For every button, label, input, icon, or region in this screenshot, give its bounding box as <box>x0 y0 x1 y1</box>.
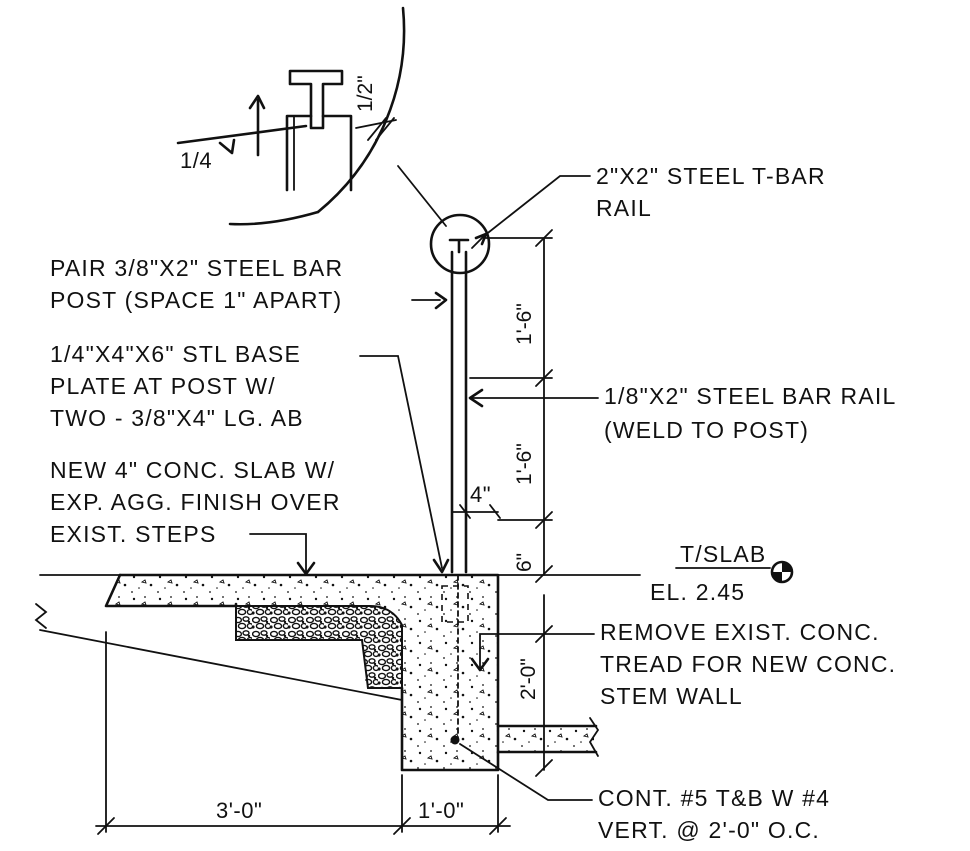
svg-text:PLATE AT POST W/: PLATE AT POST W/ <box>50 373 276 399</box>
dim-post-offset: 4" <box>470 482 491 507</box>
elevation-marker: T/SLAB EL. 2.45 <box>497 541 794 605</box>
note-rebar: CONT. #5 T&B W #4 VERT. @ 2'-0" O.C. <box>459 743 830 843</box>
elevation-label: T/SLAB <box>680 541 766 567</box>
svg-text:POST (SPACE 1" APART): POST (SPACE 1" APART) <box>50 287 342 313</box>
svg-text:(WELD TO POST): (WELD TO POST) <box>604 417 809 443</box>
note-remove-tread: REMOVE EXIST. CONC. TREAD FOR NEW CONC. … <box>470 619 896 709</box>
note-bar-rail: 1/8"X2" STEEL BAR RAIL (WELD TO POST) <box>468 383 896 443</box>
svg-text:VERT. @ 2'-0" O.C.: VERT. @ 2'-0" O.C. <box>598 817 820 843</box>
weld-gap-dim: 1/2" <box>354 75 377 112</box>
svg-text:TWO - 3/8"X4" LG. AB: TWO - 3/8"X4" LG. AB <box>50 405 304 431</box>
dim-stem-depth: 2'-0" <box>517 658 540 700</box>
dim-slab-width: 3'-0" <box>216 798 262 823</box>
svg-text:TREAD FOR NEW CONC.: TREAD FOR NEW CONC. <box>600 651 896 677</box>
rail-height-dimensions: 1'-6" 1'-6" 6" <box>469 229 553 583</box>
svg-text:1/8"X2" STEEL BAR RAIL: 1/8"X2" STEEL BAR RAIL <box>604 383 896 409</box>
width-dimensions: 3'-0" 1'-0" <box>95 631 511 835</box>
svg-text:NEW 4" CONC. SLAB W/: NEW 4" CONC. SLAB W/ <box>50 457 335 483</box>
elevation-value: EL. 2.45 <box>650 579 745 605</box>
svg-text:EXP. AGG. FINISH OVER: EXP. AGG. FINISH OVER <box>50 489 341 515</box>
svg-text:CONT. #5 T&B W #4: CONT. #5 T&B W #4 <box>598 785 830 811</box>
weld-size-label: 1/4 <box>180 148 212 173</box>
svg-text:EXIST. STEPS: EXIST. STEPS <box>50 521 217 547</box>
svg-text:STEM WALL: STEM WALL <box>600 683 743 709</box>
note-base-plate: 1/4"X4"X6" STL BASE PLATE AT POST W/ TWO… <box>50 341 450 574</box>
svg-text:2"X2" STEEL T-BAR: 2"X2" STEEL T-BAR <box>596 163 826 189</box>
note-steel-bar-post: PAIR 3/8"X2" STEEL BAR POST (SPACE 1" AP… <box>50 255 448 313</box>
dim-rail-upper: 1'-6" <box>513 303 536 345</box>
dim-slab-to-rail: 6" <box>513 553 536 572</box>
svg-text:1/4"X4"X6" STL BASE: 1/4"X4"X6" STL BASE <box>50 341 301 367</box>
dim-rail-lower: 1'-6" <box>513 443 536 485</box>
note-concrete-slab: NEW 4" CONC. SLAB W/ EXP. AGG. FINISH OV… <box>50 457 341 576</box>
rail-detail-bubble <box>429 213 491 275</box>
note-t-bar-rail: 2"X2" STEEL T-BAR RAIL <box>474 163 826 246</box>
svg-text:REMOVE EXIST. CONC.: REMOVE EXIST. CONC. <box>600 619 880 645</box>
weld-detail-enlargement: 1/4 1/2" <box>176 6 406 226</box>
concrete-slab-and-stem-wall <box>34 573 600 772</box>
t-bar-section <box>288 69 344 130</box>
dim-stem-width: 1'-0" <box>418 798 464 823</box>
post-offset-dimension: 4" <box>451 482 501 519</box>
svg-text:RAIL: RAIL <box>596 195 652 221</box>
svg-text:PAIR 3/8"X2" STEEL BAR: PAIR 3/8"X2" STEEL BAR <box>50 255 343 281</box>
